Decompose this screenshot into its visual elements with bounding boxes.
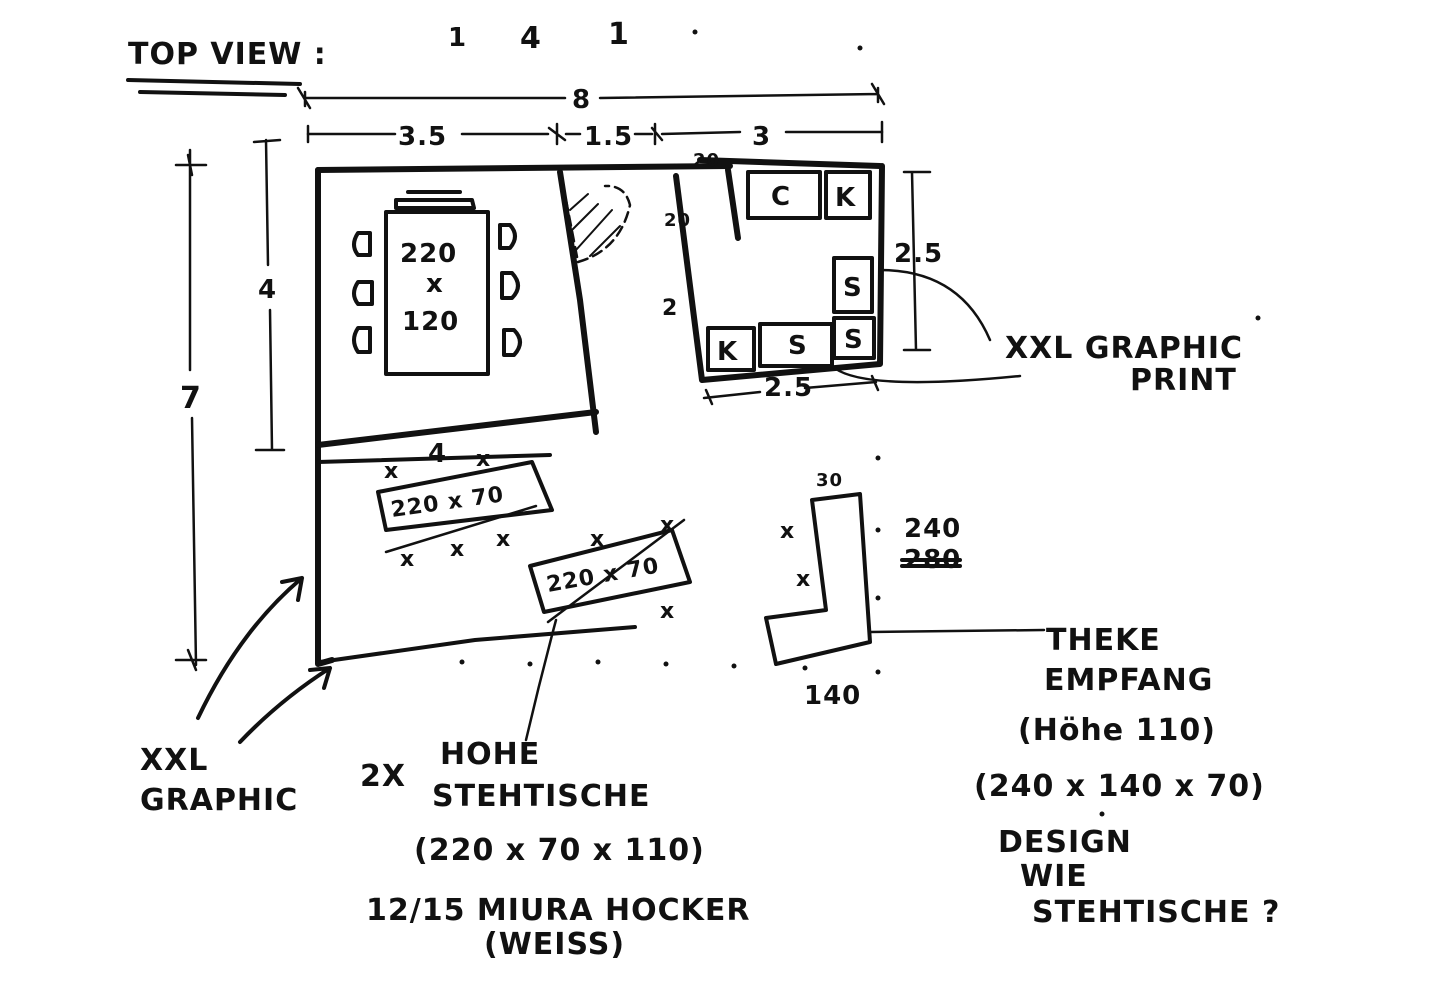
- svg-text:x: x: [590, 527, 605, 552]
- svg-text:S: S: [788, 331, 808, 361]
- svg-text:x: x: [780, 519, 795, 544]
- svg-text:x: x: [476, 447, 491, 472]
- standing-tables-label: 2X HOHE STEHTISCHE (220 x 70 x 110): [360, 737, 705, 868]
- svg-text:220: 220: [400, 239, 457, 269]
- svg-text:(220 x 70 x 110): (220 x 70 x 110): [414, 833, 705, 868]
- svg-text:2.5: 2.5: [894, 239, 943, 269]
- top-mark-2: 4: [520, 21, 542, 56]
- svg-text:2X: 2X: [360, 759, 406, 794]
- svg-text:WIE: WIE: [1020, 859, 1088, 894]
- svg-text:PRINT: PRINT: [1130, 363, 1237, 398]
- lower-room-top-wall: [316, 453, 552, 464]
- dot: [692, 29, 698, 35]
- counter-leader: [868, 628, 1046, 634]
- svg-text:x: x: [496, 527, 511, 552]
- title-underline: [126, 78, 302, 97]
- svg-text:120: 120: [402, 307, 459, 337]
- svg-text:x: x: [796, 567, 811, 592]
- floor-bottom-wall: [318, 625, 637, 664]
- svg-text:XXL GRAPHIC: XXL GRAPHIC: [1005, 331, 1243, 366]
- meeting-room-bottom-wall: [315, 409, 599, 448]
- svg-text:1.5: 1.5: [584, 122, 633, 152]
- top-mark-3: 1: [608, 17, 630, 52]
- svg-text:30: 30: [816, 470, 843, 491]
- xxl-graphic-arrow-2: [238, 666, 332, 744]
- svg-text:140: 140: [804, 681, 861, 711]
- svg-text:THEKE: THEKE: [1046, 623, 1161, 658]
- dimension-total-height: 7: [174, 148, 208, 672]
- stools-1: x x x x x: [384, 447, 511, 572]
- meeting-room-right-wall: [557, 169, 599, 435]
- svg-text:GRAPHIC: GRAPHIC: [140, 783, 298, 818]
- conference-chairs: [352, 223, 522, 357]
- kitchen-side-label: 2: [662, 296, 678, 321]
- svg-text:HOHE: HOHE: [440, 737, 540, 772]
- svg-text:S: S: [844, 325, 864, 355]
- dot: [857, 45, 863, 51]
- xxl-graphic-print-label: XXL GRAPHIC PRINT: [1005, 331, 1243, 398]
- svg-text:x: x: [660, 513, 675, 538]
- svg-text:(Höhe 110): (Höhe 110): [1018, 713, 1216, 748]
- kitchen-wall-side-label: 20: [664, 210, 691, 231]
- room-width-label: 4: [428, 439, 447, 469]
- svg-text:XXL: XXL: [140, 743, 208, 778]
- svg-text:x: x: [384, 459, 399, 484]
- svg-text:2.5: 2.5: [764, 373, 813, 403]
- conference-table: 220 x 120: [384, 190, 490, 376]
- grid-dots: [459, 315, 1261, 817]
- svg-text:(WEISS): (WEISS): [484, 927, 625, 962]
- kitchen-unit-s-right1: [832, 256, 874, 314]
- svg-text:12/15 MIURA HOCKER: 12/15 MIURA HOCKER: [366, 893, 751, 928]
- svg-text:x: x: [450, 537, 465, 562]
- top-mark-1: 1: [448, 23, 467, 53]
- dimension-sub-widths: 3.5 1.5 3: [306, 120, 884, 152]
- svg-text:S: S: [843, 273, 863, 303]
- svg-text:K: K: [835, 183, 856, 213]
- svg-text:DESIGN: DESIGN: [998, 825, 1132, 860]
- svg-text:3.5: 3.5: [398, 122, 447, 152]
- meeting-room-top-wall: [315, 157, 883, 173]
- svg-text:x: x: [400, 547, 415, 572]
- svg-text:7: 7: [180, 381, 202, 416]
- graphic-print-leader: [830, 364, 1022, 384]
- kitchen-area: 20 20 2 C K S S S K: [662, 150, 885, 383]
- kitchen-wall-top-label: 20: [693, 150, 720, 171]
- kitchen-unit-s-bottom: [758, 322, 834, 368]
- design-note: DESIGN WIE STEHTISCHE ?: [998, 825, 1280, 930]
- main-room-wall: [315, 167, 335, 667]
- svg-text:8: 8: [572, 85, 591, 115]
- svg-text:STEHTISCHE: STEHTISCHE: [432, 779, 651, 814]
- svg-text:C: C: [771, 182, 791, 212]
- reception-counter: 30 240 280 140 x x: [764, 470, 962, 711]
- kitchen-unit-k-bottom: [706, 326, 756, 372]
- stools-label: 12/15 MIURA HOCKER (WEISS): [366, 893, 751, 962]
- meeting-room-door: [564, 184, 632, 264]
- svg-text:4: 4: [258, 275, 277, 305]
- xxl-graphic-arrow-1: [196, 576, 304, 720]
- stools-2: x x x: [590, 513, 675, 624]
- svg-text:240: 240: [904, 514, 961, 544]
- svg-text:K: K: [717, 337, 738, 367]
- title: TOP VIEW :: [128, 37, 327, 72]
- xxl-graphic-label: XXL GRAPHIC: [140, 743, 298, 818]
- svg-text:x: x: [426, 269, 444, 299]
- reception-counter-label: THEKE EMPFANG (Höhe 110) (240 x 140 x 70…: [974, 623, 1265, 804]
- svg-text:STEHTISCHE ?: STEHTISCHE ?: [1032, 895, 1280, 930]
- dimension-total-width: 8: [296, 82, 886, 115]
- svg-text:x: x: [660, 599, 675, 624]
- svg-text:(240 x 140 x 70): (240 x 140 x 70): [974, 769, 1265, 804]
- standing-tables-leader: [524, 618, 558, 742]
- dimension-kitchen: 2.5 2.5: [702, 170, 943, 406]
- dimension-room-height: 4: [252, 138, 286, 452]
- svg-text:3: 3: [752, 122, 771, 152]
- kitchen-unit-c: [746, 170, 822, 220]
- kitchen-unit-k-top: [824, 170, 872, 220]
- graphic-print-arc: [878, 268, 992, 342]
- svg-text:EMPFANG: EMPFANG: [1044, 663, 1213, 698]
